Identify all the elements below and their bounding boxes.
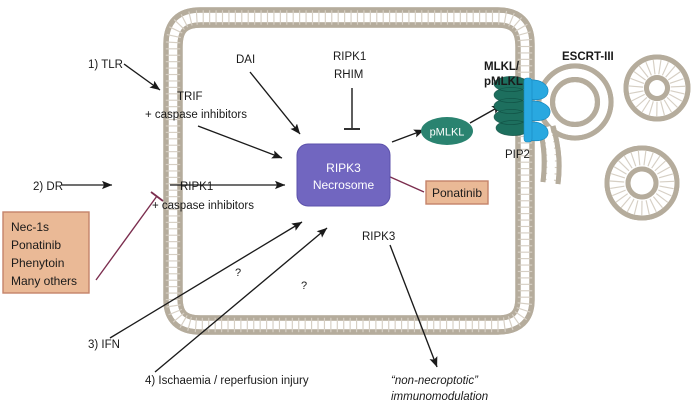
ponatinib-rect[interactable]	[425, 180, 489, 205]
label-ischaemia: 4) Ischaemia / reperfusion injury	[145, 375, 309, 387]
necrosome-label-line2: Necrosome	[313, 178, 375, 192]
mlkl-pore-discs	[493, 76, 531, 136]
arrow-ripk3-to-immunomodulation	[389, 244, 438, 368]
membrane-bud	[536, 63, 614, 185]
pathway-arrows	[62, 63, 503, 373]
necrosome-label-line1: RIPK3	[326, 161, 361, 175]
label-pip2: PIP2	[505, 149, 530, 161]
label-ifn: 3) IFN	[88, 339, 120, 351]
arrow-necrosome-to-pmlkl	[391, 129, 425, 143]
inhibitor-panel-rect[interactable]	[2, 211, 90, 294]
label-outcome-line2: immunomodulation	[391, 391, 488, 403]
pmlkl-node[interactable]: pMLKL	[421, 117, 473, 145]
label-escrt-iii: ESCRT-III	[562, 51, 614, 63]
label-ripk1-mid: RIPK1	[180, 181, 213, 193]
necrosome-box[interactable]	[296, 143, 391, 207]
question-mark-1: ?	[235, 267, 241, 279]
arrow-tlr-to-trif	[123, 63, 161, 91]
ponatinib-box[interactable]: Ponatinib	[425, 180, 489, 205]
pmlkl-oval[interactable]	[421, 117, 473, 145]
vesicle-lipid-tails	[609, 59, 686, 216]
arrow-ischaemia-to-necrosome	[154, 227, 328, 373]
label-tlr: 1) TLR	[88, 59, 123, 71]
question-mark-2: ?	[301, 280, 307, 292]
escrt-iii-complex	[523, 77, 551, 143]
label-trif-sub: + caspase inhibitors	[145, 109, 247, 121]
arrow-dai-to-necrosome	[249, 71, 301, 135]
ripk3-necrosome-node[interactable]: RIPK3 Necrosome	[296, 143, 391, 207]
label-rhim: RHIM	[334, 69, 363, 81]
inhibitor-item-1: Ponatinib	[11, 238, 61, 252]
label-mlkl-line2: pMLKL	[484, 76, 523, 88]
inhibitor-panel-box[interactable]: Nec-1s Ponatinib Phenytoin Many others	[2, 211, 90, 294]
label-ripk1-top: RIPK1	[333, 51, 366, 63]
inhibitor-item-2: Phenytoin	[11, 256, 64, 270]
label-ripk1-mid-sub: + caspase inhibitors	[152, 200, 254, 212]
inhibitor-item-3: Many others	[11, 274, 77, 288]
label-mlkl-line1: MLKL/	[484, 61, 520, 73]
inhibition-rhim	[344, 88, 360, 130]
label-dr: 2) DR	[33, 181, 63, 193]
ponatinib-label: Ponatinib	[432, 186, 482, 200]
inhibitor-item-0: Nec-1s	[11, 220, 49, 234]
pmlkl-oval-label: pMLKL	[430, 127, 465, 139]
label-outcome-line1: “non-necroptotic”	[391, 375, 479, 387]
inhibition-nec1s-to-ripk1	[95, 191, 164, 281]
label-trif: TRIF	[177, 91, 203, 103]
arrow-ifn-to-necrosome	[109, 221, 303, 339]
label-dai: DAI	[236, 54, 255, 66]
label-ripk3-free: RIPK3	[362, 231, 395, 243]
arrow-trif-to-necrosome	[197, 125, 283, 159]
